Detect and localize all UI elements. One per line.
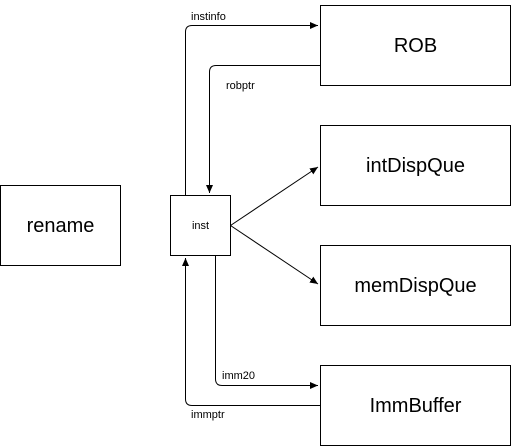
- rob-node: ROB: [320, 5, 511, 86]
- inst-to-mem-disp-que-edge: [230, 225, 319, 285]
- imm-buffer-node: ImmBuffer: [320, 365, 511, 446]
- instinfo-label: instinfo: [191, 11, 226, 23]
- robptr-label: robptr: [226, 80, 255, 92]
- inst-to-int-disp-que-edge: [230, 166, 319, 226]
- mem-disp-que-label: memDispQue: [354, 275, 476, 297]
- int-disp-que-label: intDispQue: [366, 155, 465, 177]
- robptr-edge: [206, 65, 321, 193]
- int-disp-que-node: intDispQue: [320, 125, 511, 206]
- imm20-edge: [215, 255, 318, 389]
- instinfo-edge: [185, 22, 318, 196]
- rename-label: rename: [27, 215, 95, 237]
- rob-label: ROB: [394, 35, 437, 57]
- imm20-label: imm20: [222, 370, 255, 382]
- immptr-label: immptr: [191, 409, 225, 421]
- imm-buffer-label: ImmBuffer: [370, 395, 462, 417]
- mem-disp-que-node: memDispQue: [320, 245, 511, 326]
- inst-label: inst: [192, 220, 209, 232]
- immptr-edge: [182, 258, 321, 406]
- inst-node: inst: [170, 195, 231, 256]
- rename-node: rename: [0, 185, 121, 266]
